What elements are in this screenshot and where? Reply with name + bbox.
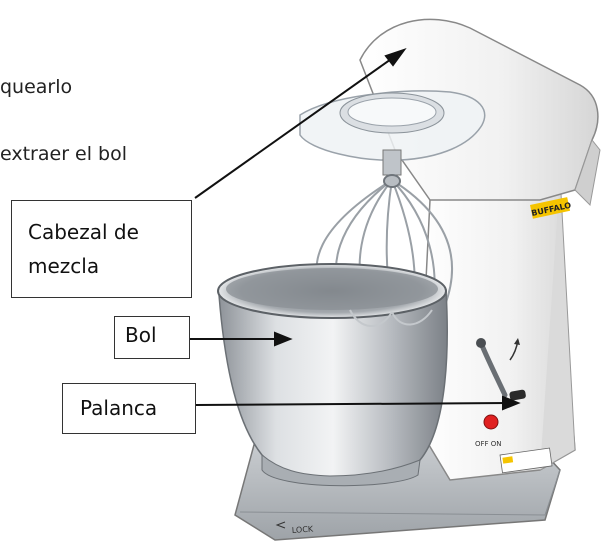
callout-arrows <box>189 48 521 411</box>
instruction-fragment-1: quearlo <box>0 76 73 98</box>
instruction-fragment-2: extraer el bol <box>0 143 128 165</box>
lever-label-box: Palanca <box>62 383 196 434</box>
head-label-line1: Cabezal de <box>28 220 139 244</box>
brand-badge <box>530 197 571 219</box>
switch-label: OFF ON <box>475 440 502 448</box>
bowl-label: Bol <box>125 323 157 347</box>
warning-sticker <box>499 447 553 474</box>
lock-label: LOCK <box>292 524 315 535</box>
head-label-box: Cabezal de mezcla <box>11 200 192 298</box>
arrow-icon <box>384 48 407 67</box>
bowl-label-box: Bol <box>114 316 190 359</box>
whisk-front <box>349 309 433 327</box>
head-callout-line <box>194 56 395 199</box>
lever-callout-line <box>195 402 509 406</box>
mixing-bowl <box>217 263 448 487</box>
arrow-icon <box>502 395 521 411</box>
lock-arrow-icon <box>275 521 286 529</box>
power-button <box>483 414 499 430</box>
lever-label: Palanca <box>80 396 158 420</box>
arrow-icon <box>274 331 293 347</box>
speed-lever <box>476 338 526 401</box>
splash-guard <box>299 90 486 176</box>
head-label-line2: mezcla <box>28 254 100 278</box>
